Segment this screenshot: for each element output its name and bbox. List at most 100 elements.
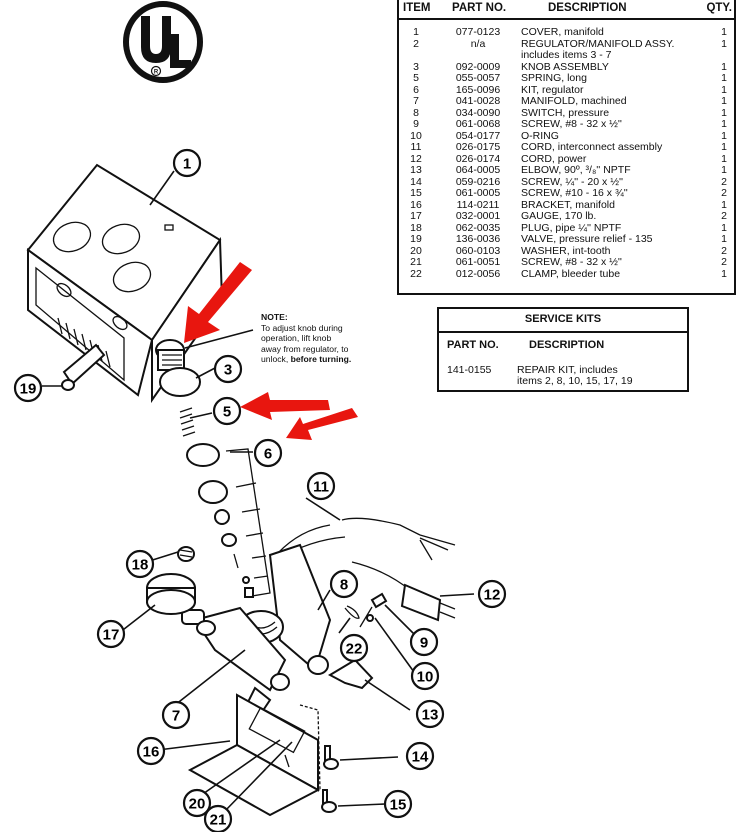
svg-text:17: 17 xyxy=(103,627,120,644)
spring-part xyxy=(179,407,196,437)
row-qty: 2 xyxy=(721,256,727,268)
gauge-part xyxy=(146,573,196,615)
row-description: GAUGE, 170 lb. xyxy=(521,210,597,222)
row-description: KIT, regulator xyxy=(521,83,584,96)
row-description: VALVE, pressure relief - 135 xyxy=(521,233,653,245)
callout-7: 7 xyxy=(161,700,191,730)
row-qty: 1 xyxy=(721,95,727,107)
row-description: CORD, power xyxy=(521,152,587,165)
row-item: 13 xyxy=(410,164,422,176)
svg-text:22: 22 xyxy=(346,641,363,658)
row-item: 16 xyxy=(410,198,422,211)
row-description: BRACKET, manifold xyxy=(521,198,615,211)
note-title: NOTE: xyxy=(261,312,288,322)
cords-part xyxy=(277,517,456,622)
row-item: 8 xyxy=(413,106,419,119)
row-part-no: 054-0177 xyxy=(455,129,501,142)
screw-clamp-oring-parts xyxy=(344,592,388,628)
kit-part-no: 141-0155 xyxy=(447,364,492,376)
callout-18: 18 xyxy=(125,549,155,579)
arrow-pointing-to-spring xyxy=(240,392,330,420)
row-description: WASHER, int-tooth xyxy=(521,244,611,257)
row-part-no: n/a xyxy=(470,37,486,50)
row-qty: 2 xyxy=(721,187,727,199)
row-qty: 1 xyxy=(721,83,727,96)
row-qty: 1 xyxy=(721,129,727,142)
row-part-no: 165-0096 xyxy=(455,83,501,96)
row-item: 9 xyxy=(413,118,419,130)
row-qty: 1 xyxy=(721,233,727,245)
callout-22: 22 xyxy=(339,633,369,663)
svg-text:11: 11 xyxy=(313,479,329,496)
header-item: ITEM xyxy=(403,2,431,14)
row-part-no: 061-0005 xyxy=(455,187,501,199)
cover-manifold-part xyxy=(26,163,224,404)
row-description: CORD, interconnect assembly xyxy=(521,141,663,153)
red-annotation-arrows xyxy=(184,262,358,440)
kit-description-line1: REPAIR KIT, includes xyxy=(517,364,618,376)
svg-text:13: 13 xyxy=(422,707,439,724)
note-line: To adjust knob during xyxy=(261,322,343,333)
row-description: O-RING xyxy=(521,129,559,142)
note-line: operation, lift knob xyxy=(261,333,332,343)
parts-table-header: ITEM PART NO. DESCRIPTION QTY. xyxy=(399,0,734,20)
callout-16: 16 xyxy=(136,736,166,766)
parts-table-row: includes items 3 - 7 xyxy=(399,50,734,61)
callout-6: 6 xyxy=(253,438,283,468)
row-item: 10 xyxy=(410,129,422,142)
row-part-no: 026-0174 xyxy=(455,152,501,165)
arrow-pointing-to-regulator xyxy=(286,408,358,440)
row-description: SCREW, ¼'' - 20 x ½'' xyxy=(521,175,623,188)
row-description: CLAMP, bleeder tube xyxy=(521,267,621,280)
callout-13: 13 xyxy=(415,699,445,729)
relief-valve-part xyxy=(61,343,106,391)
row-description: REGULATOR/MANIFOLD ASSY. xyxy=(521,37,675,50)
callout-8: 8 xyxy=(329,569,359,599)
row-part-no: 114-0211 xyxy=(456,198,500,211)
note-emphasis: before turning. xyxy=(290,354,352,364)
callout-9: 9 xyxy=(409,627,439,657)
row-qty: 1 xyxy=(721,164,727,176)
row-qty: 1 xyxy=(721,60,727,73)
svg-text:R: R xyxy=(154,70,159,76)
row-item: 17 xyxy=(410,210,422,222)
row-part-no: 136-0036 xyxy=(455,233,501,245)
row-part-no: 061-0068 xyxy=(455,118,501,130)
row-qty: 1 xyxy=(721,141,727,153)
adjust-knob-note: NOTE: To adjust knob during operation, l… xyxy=(261,312,381,365)
row-item: 14 xyxy=(410,175,422,188)
row-item: 7 xyxy=(413,95,419,107)
callout-14: 14 xyxy=(405,741,435,771)
callout-11: 11 xyxy=(306,471,336,501)
row-item: 21 xyxy=(410,256,422,268)
row-qty: 1 xyxy=(721,37,727,50)
header-description: DESCRIPTION xyxy=(548,2,627,14)
knob-assembly-part xyxy=(155,339,201,397)
parts-table-row: 10 054-0177 O-RING 1 xyxy=(399,129,734,142)
row-part-no: 026-0175 xyxy=(455,141,501,153)
callout-21: 21 xyxy=(203,804,233,832)
parts-table-row: 19 136-0036 VALVE, pressure relief - 135 1 xyxy=(399,234,734,245)
svg-text:3: 3 xyxy=(224,362,232,379)
header-part-no: PART NO. xyxy=(452,2,507,14)
svg-text:7: 7 xyxy=(172,708,180,725)
service-kits-title: SERVICE KITS xyxy=(439,309,687,333)
row-qty: 1 xyxy=(721,118,727,130)
callout-1: 1 xyxy=(172,148,202,178)
row-item: 19 xyxy=(410,233,422,245)
svg-text:6: 6 xyxy=(264,446,272,463)
callout-5: 5 xyxy=(212,396,242,426)
